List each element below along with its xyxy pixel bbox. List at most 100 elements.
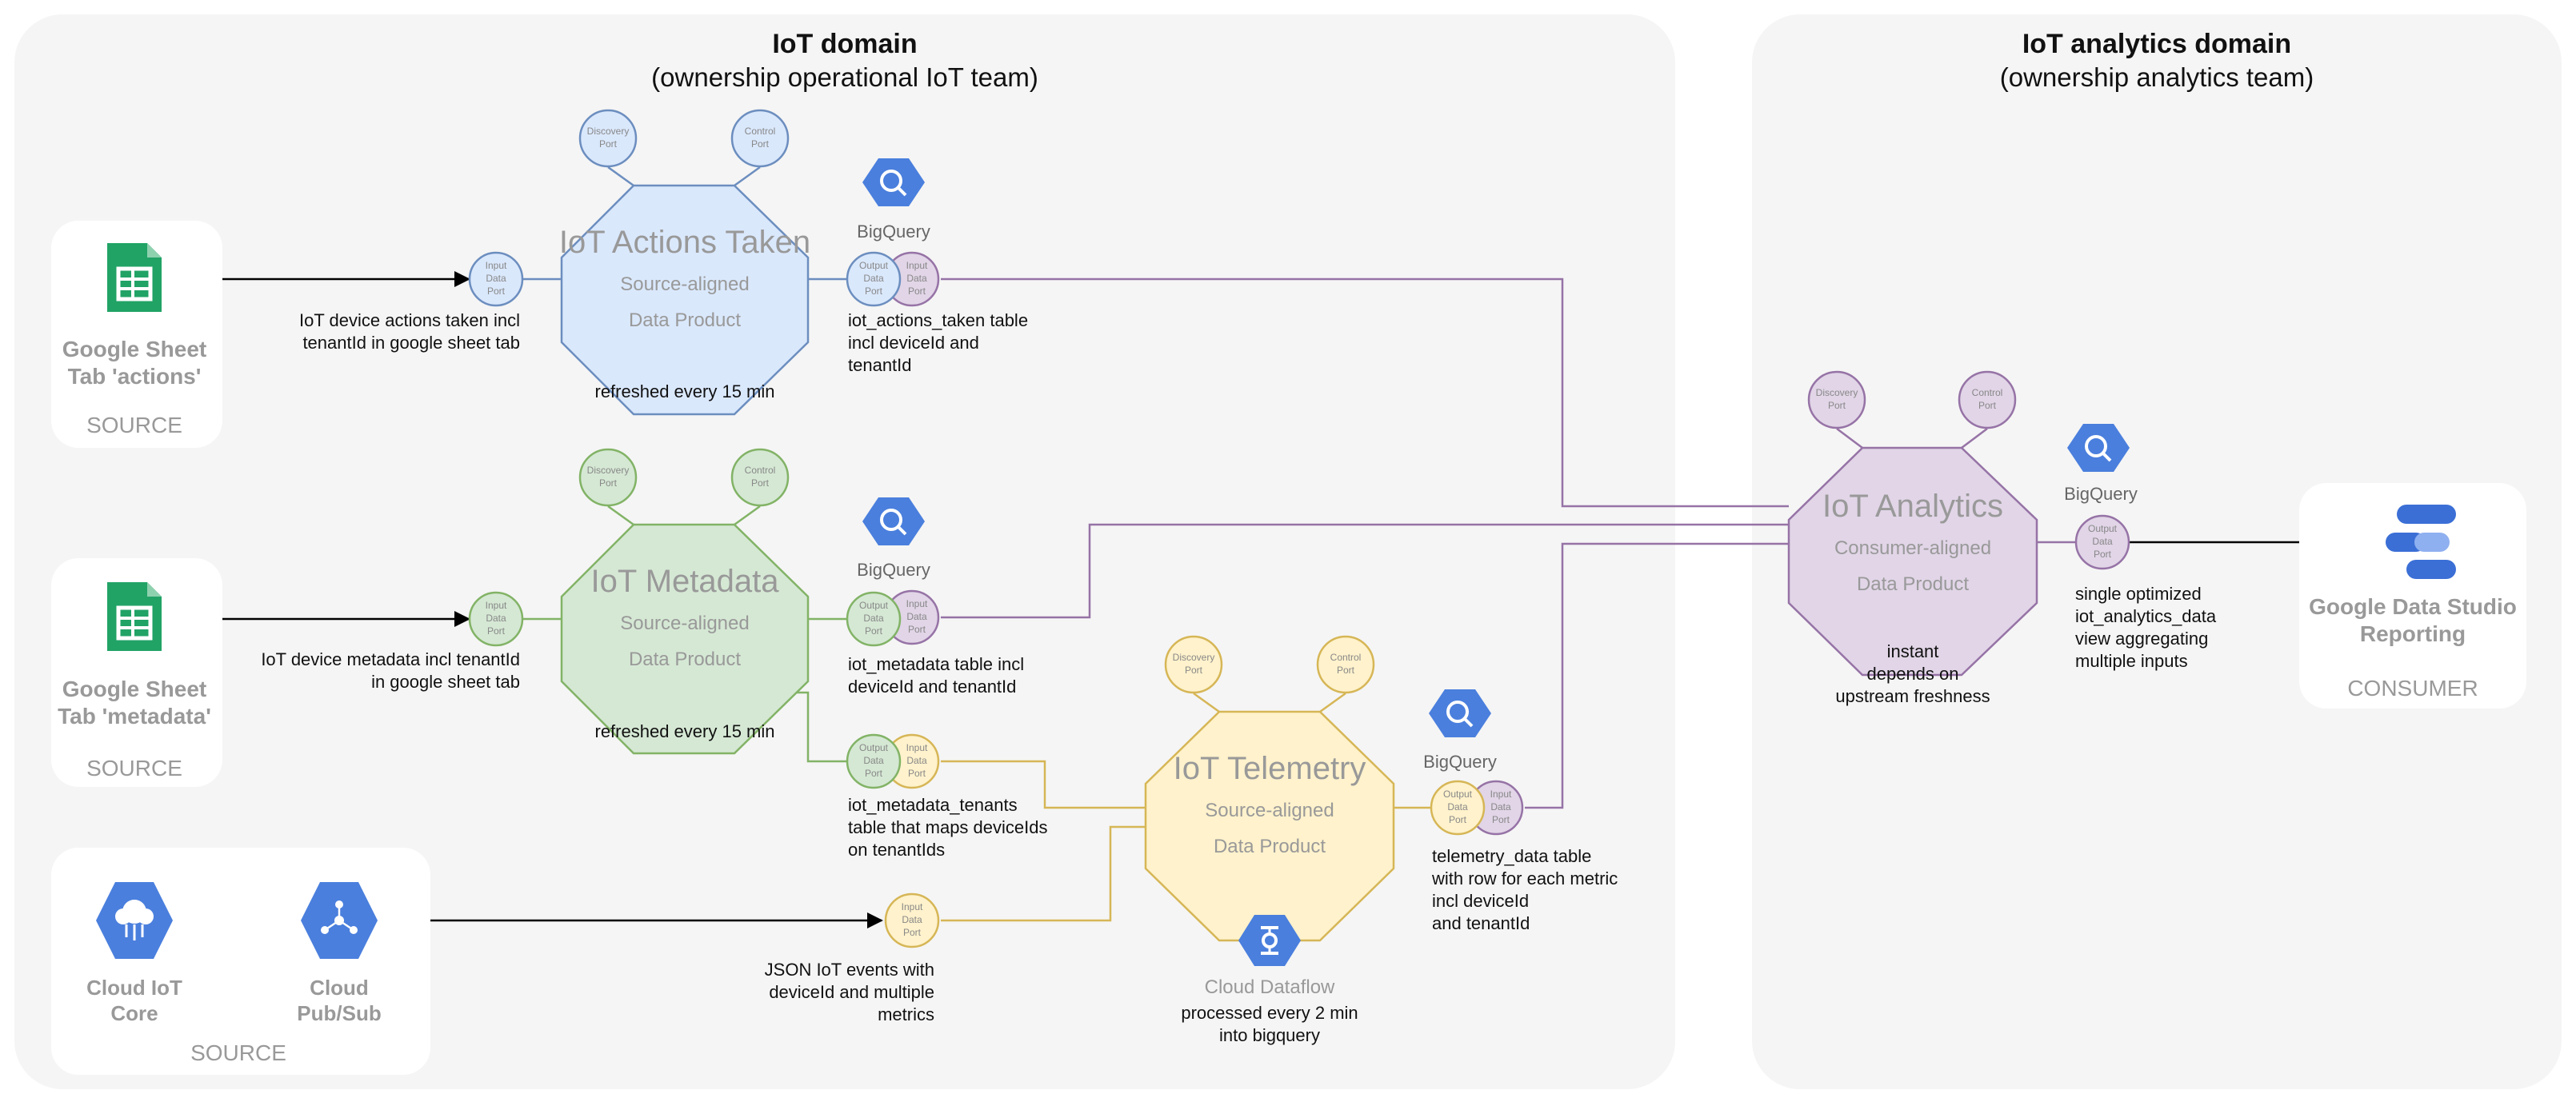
svg-text:Input: Input xyxy=(486,600,507,611)
bigquery-icon xyxy=(862,158,925,206)
svg-text:Port: Port xyxy=(2094,549,2112,560)
consumer-title-line2: Reporting xyxy=(2360,621,2466,646)
data-studio-icon xyxy=(2386,505,2456,579)
svg-text:Port: Port xyxy=(908,285,926,297)
source-actions-role: SOURCE xyxy=(86,413,182,437)
control-port[interactable] xyxy=(1958,370,2017,429)
google-sheets-icon xyxy=(107,243,162,312)
source-metadata-title-line2: Tab 'metadata' xyxy=(58,704,211,729)
svg-text:Port: Port xyxy=(487,625,506,637)
svg-text:Data: Data xyxy=(1447,801,1468,813)
consumer-role: CONSUMER xyxy=(2347,676,2478,701)
product-metadata-note: refreshed every 15 min xyxy=(595,721,775,741)
product-telemetry-title: IoT Telemetry xyxy=(1174,751,1366,786)
source-metadata-role: SOURCE xyxy=(86,756,182,781)
input-data-port[interactable] xyxy=(468,591,524,647)
control-port[interactable] xyxy=(730,109,790,168)
svg-text:Discovery: Discovery xyxy=(1816,387,1858,398)
svg-text:Data: Data xyxy=(902,914,922,925)
input-data-port[interactable] xyxy=(468,251,524,307)
analytics-note-line3: upstream freshness xyxy=(1835,686,1990,706)
line-json-to-telemetry xyxy=(941,825,1146,922)
product-analytics-title: IoT Analytics xyxy=(1822,489,2003,524)
discovery-port[interactable] xyxy=(578,448,638,507)
analytics-note-line1: instant xyxy=(1887,641,1939,661)
source-metadata-title-line1: Google Sheet xyxy=(62,677,206,701)
json-input-port-group: Input Data Port xyxy=(884,892,940,948)
product-telemetry-kind: Source-aligned xyxy=(1205,800,1334,821)
cloud-iot-core-icon xyxy=(96,882,173,959)
bigquery-actions: BigQuery xyxy=(857,158,930,242)
product-actions-label: Data Product xyxy=(629,309,741,331)
product-metadata-kind: Source-aligned xyxy=(620,613,749,634)
svg-text:Port: Port xyxy=(599,477,618,489)
svg-text:Port: Port xyxy=(1185,665,1203,676)
iot-core-label-line1: Cloud IoT xyxy=(86,976,182,1000)
svg-text:Port: Port xyxy=(903,927,922,938)
line-actions-to-analytics xyxy=(941,277,1789,508)
svg-text:Control: Control xyxy=(1972,387,2003,398)
discovery-port[interactable] xyxy=(1807,370,1866,429)
edge-telemetry-out-line1: telemetry_data table xyxy=(1432,846,1591,866)
output-data-port[interactable] xyxy=(846,733,902,789)
edge-metadata-out-line1: iot_metadata table incl xyxy=(848,654,1024,674)
control-port[interactable] xyxy=(1316,635,1375,694)
product-telemetry-octagon xyxy=(1144,710,1395,942)
edge-tenants-out-line3: on tenantIds xyxy=(848,840,945,860)
edge-analytics-out-line2: iot_analytics_data xyxy=(2075,606,2217,626)
bigquery-label: BigQuery xyxy=(857,222,930,242)
output-data-port[interactable] xyxy=(1430,780,1486,836)
product-telemetry: IoT Telemetry Source-aligned Data Produc… xyxy=(1144,635,1524,942)
analytics-domain-subtitle: (ownership analytics team) xyxy=(2000,62,2314,92)
product-actions-title: IoT Actions Taken xyxy=(559,225,810,260)
svg-text:Input: Input xyxy=(906,598,928,609)
product-actions-note: refreshed every 15 min xyxy=(595,381,775,401)
input-data-port[interactable] xyxy=(884,892,940,948)
bigquery-icon xyxy=(1429,689,1491,737)
edge-actions-out-line1: iot_actions_taken table xyxy=(848,310,1028,330)
svg-text:Discovery: Discovery xyxy=(587,126,630,137)
line-tenants-to-telemetry xyxy=(941,760,1146,809)
source-card-actions-bg xyxy=(51,221,222,448)
svg-text:Port: Port xyxy=(1828,400,1846,411)
svg-text:Control: Control xyxy=(745,126,776,137)
line-metadata-to-analytics xyxy=(941,523,1789,619)
svg-text:Data: Data xyxy=(863,755,884,766)
svg-text:Input: Input xyxy=(906,260,928,271)
edge-json-in-line2: deviceId and multiple xyxy=(769,982,934,1002)
svg-text:Port: Port xyxy=(1978,400,1997,411)
control-port[interactable] xyxy=(730,448,790,507)
analytics-domain-panel xyxy=(1752,14,2562,1089)
product-actions-taken: IoT Actions Taken Source-aligned Data Pr… xyxy=(468,109,940,416)
svg-text:Input: Input xyxy=(1490,789,1512,800)
svg-text:Data: Data xyxy=(906,755,927,766)
analytics-domain-title: IoT analytics domain xyxy=(2022,29,2291,59)
svg-text:Output: Output xyxy=(859,600,889,611)
edge-analytics-out-line4: multiple inputs xyxy=(2075,651,2188,671)
line-telemetry-to-analytics xyxy=(1525,542,1789,809)
discovery-port[interactable] xyxy=(578,109,638,168)
discovery-port[interactable] xyxy=(1164,635,1223,694)
svg-text:Data: Data xyxy=(1490,801,1511,813)
cloud-dataflow-icon xyxy=(1238,915,1301,966)
cloud-pubsub-icon xyxy=(301,882,378,959)
edge-telemetry-out-line3: incl deviceId xyxy=(1432,891,1529,911)
dataflow-label: Cloud Dataflow xyxy=(1205,976,1335,998)
edge-actions-out-line2: incl deviceId and xyxy=(848,333,979,353)
source-cloud-role: SOURCE xyxy=(190,1040,286,1065)
product-metadata-octagon xyxy=(560,523,810,755)
output-data-port[interactable] xyxy=(846,251,902,307)
product-metadata-title: IoT Metadata xyxy=(591,564,780,599)
consumer-card: Google Data Studio Reporting CONSUMER xyxy=(2299,483,2526,709)
svg-text:Output: Output xyxy=(859,742,889,753)
output-data-port[interactable] xyxy=(846,591,902,647)
edge-analytics-out-line1: single optimized xyxy=(2075,584,2202,604)
svg-text:Port: Port xyxy=(1449,814,1467,825)
output-data-port[interactable] xyxy=(2074,514,2130,570)
source-card-metadata-bg xyxy=(51,558,222,787)
edge-metadata-in-line2: in google sheet tab xyxy=(371,672,520,692)
svg-text:Output: Output xyxy=(1443,789,1473,800)
product-analytics-label: Data Product xyxy=(1857,573,1969,595)
edge-labels: IoT device actions taken incl tenantId i… xyxy=(261,310,2217,1024)
